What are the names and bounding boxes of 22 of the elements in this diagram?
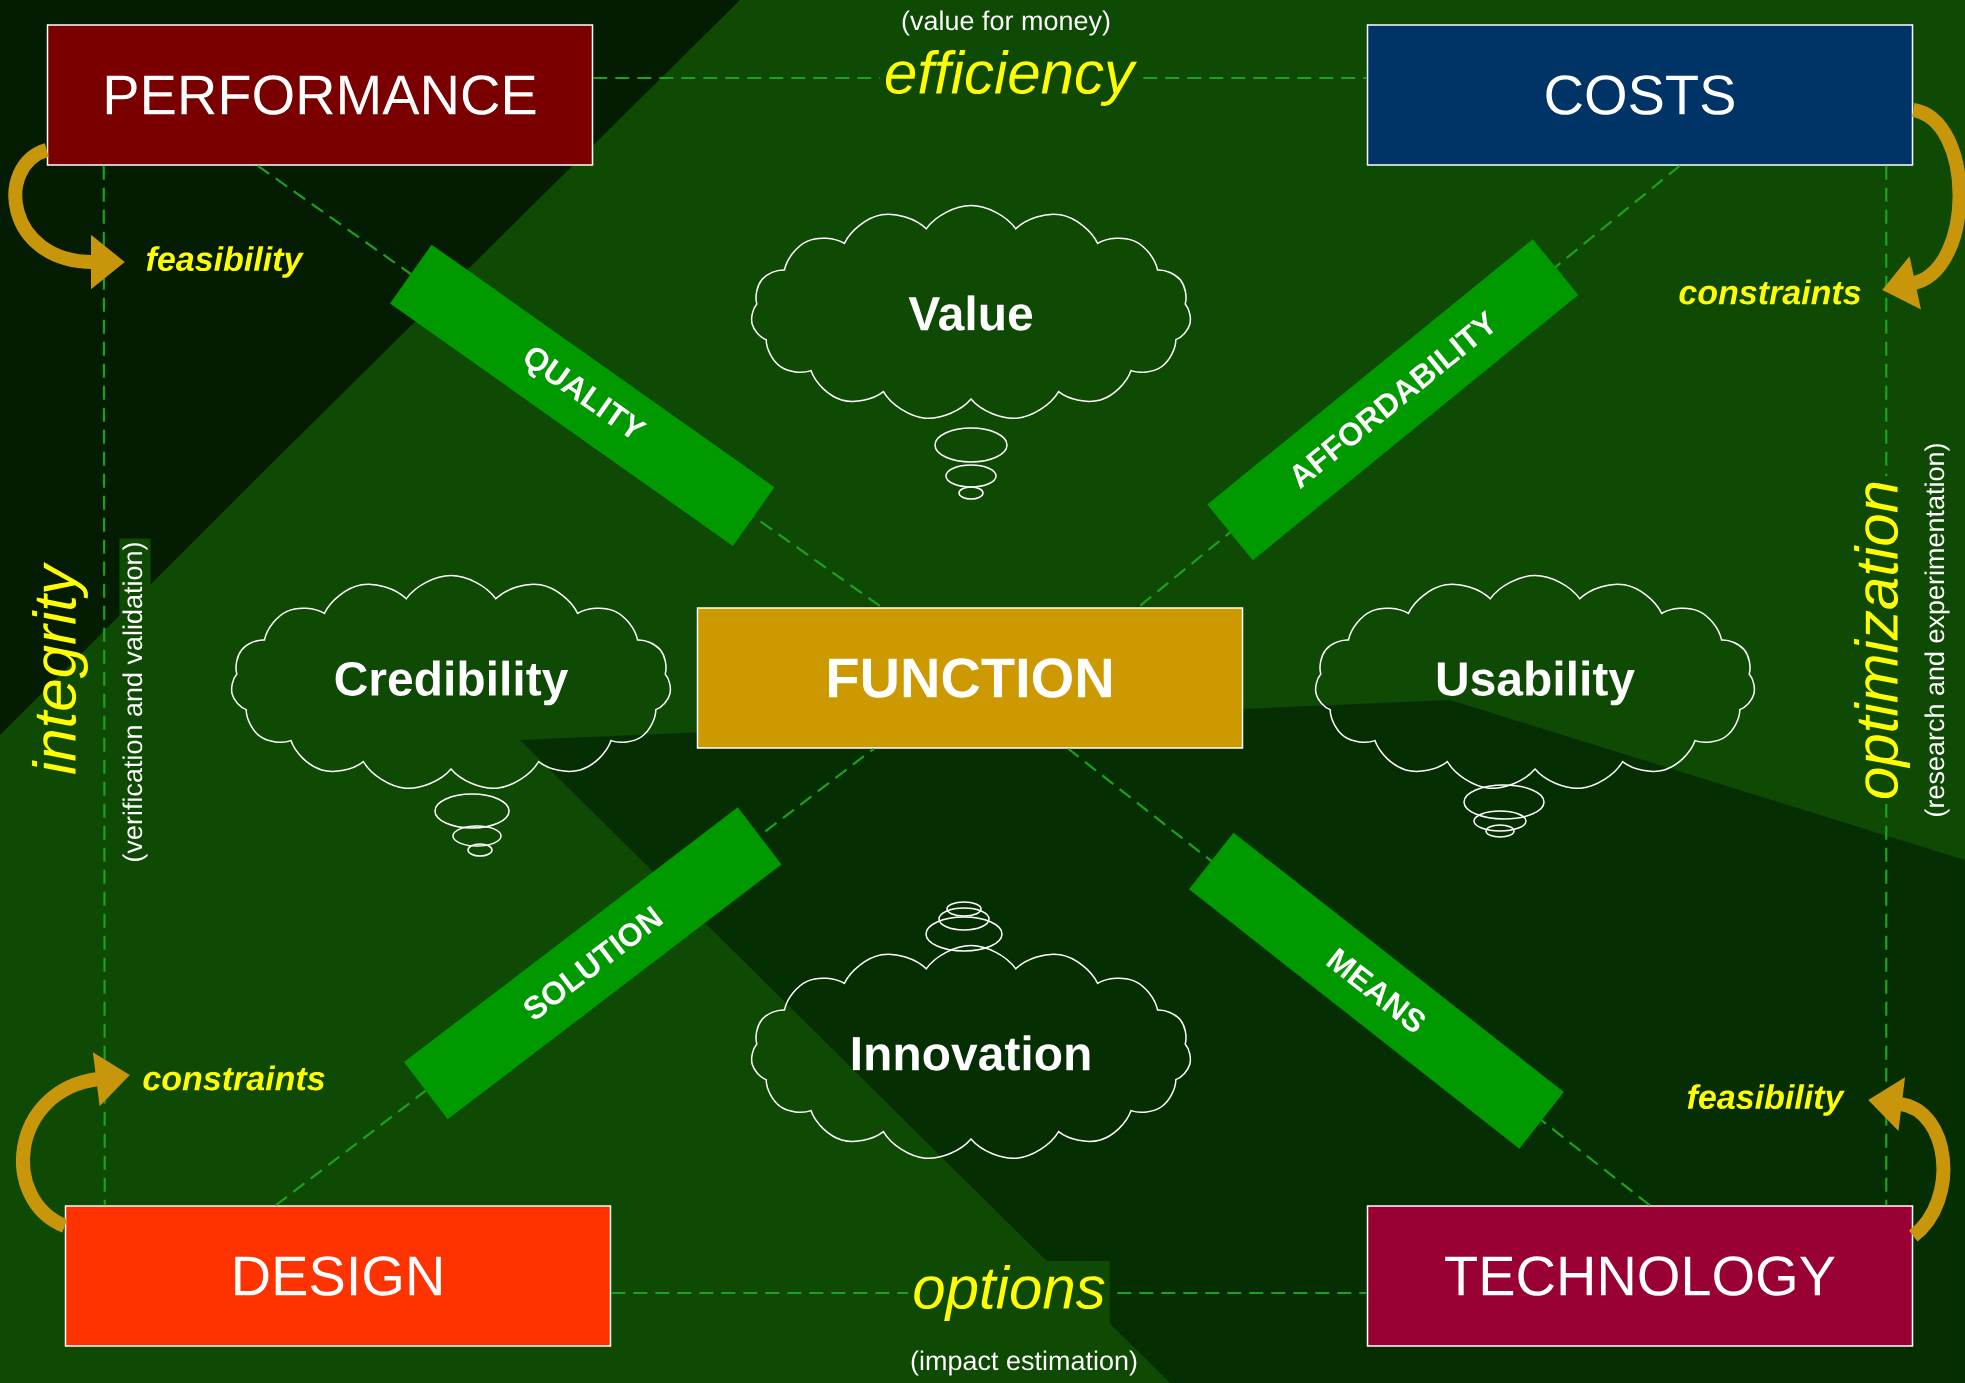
edge-label: constraints xyxy=(1679,279,1861,305)
concept-box: COSTS xyxy=(1366,24,1914,166)
note-text: (value for money) xyxy=(902,10,1110,36)
thought-cloud: Innovation xyxy=(750,901,1192,1159)
edge-label: feasibility xyxy=(1687,1084,1845,1116)
edge-label: optimization xyxy=(1850,475,1914,805)
edge-label: constraints xyxy=(143,1065,325,1091)
thought-cloud: Usability xyxy=(1314,574,1756,838)
note-text: (verification and validation) xyxy=(119,538,151,866)
edge-label: efficiency xyxy=(879,46,1139,110)
concept-box: TECHNOLOGY xyxy=(1366,1205,1914,1347)
thought-cloud: Credibility xyxy=(230,574,672,857)
concept-box: DESIGN xyxy=(64,1205,612,1347)
note-text: (impact estimation) xyxy=(911,1350,1137,1376)
thought-cloud: Value xyxy=(750,204,1192,500)
edge-label: integrity xyxy=(32,561,88,775)
function-box: FUNCTION xyxy=(696,607,1244,749)
edge-label: options xyxy=(908,1261,1110,1325)
concept-box: PERFORMANCE xyxy=(46,24,594,166)
dashed-connector xyxy=(102,165,106,1206)
edge-label: feasibility xyxy=(146,246,304,278)
note-text: (research and experimentation) xyxy=(1924,444,1950,816)
